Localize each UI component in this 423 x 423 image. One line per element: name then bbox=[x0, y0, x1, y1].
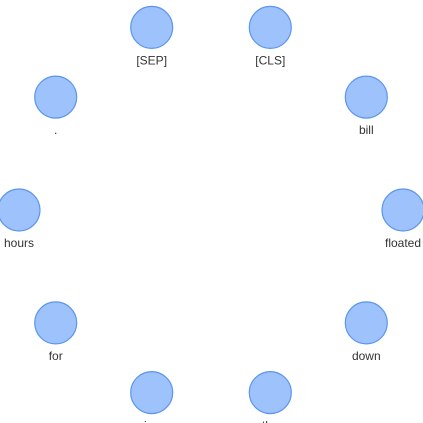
node-floated[interactable]: floated bbox=[381, 188, 423, 250]
node-circle[interactable] bbox=[248, 371, 292, 415]
node-circle[interactable] bbox=[344, 75, 388, 119]
node-cls[interactable]: [CLS] bbox=[248, 5, 292, 67]
node-label: for bbox=[49, 349, 63, 363]
node-sep[interactable]: [SEP] bbox=[130, 5, 174, 67]
node-circle[interactable] bbox=[34, 75, 78, 119]
node-label: down bbox=[352, 349, 381, 363]
node-circle[interactable] bbox=[130, 5, 174, 49]
node-label: the bbox=[262, 419, 279, 423]
node-circle[interactable] bbox=[248, 5, 292, 49]
node-label: bill bbox=[359, 123, 374, 137]
node-circle[interactable] bbox=[381, 188, 423, 232]
node-label: . bbox=[54, 123, 57, 137]
node-hours[interactable]: hours bbox=[0, 188, 41, 250]
node-circle[interactable] bbox=[0, 188, 41, 232]
node-river[interactable]: river bbox=[130, 371, 174, 423]
node-label: floated bbox=[385, 236, 421, 250]
node-label: river bbox=[140, 419, 163, 423]
node-circle[interactable] bbox=[344, 301, 388, 345]
node-label: [SEP] bbox=[136, 53, 167, 67]
node-the[interactable]: the bbox=[248, 371, 292, 423]
node-circle[interactable] bbox=[130, 371, 174, 415]
node-circle[interactable] bbox=[34, 301, 78, 345]
node-period[interactable]: . bbox=[34, 75, 78, 137]
node-label: [CLS] bbox=[255, 53, 285, 67]
nodes-layer: [CLS] bill floated down the river for hours. [SE… bbox=[0, 5, 423, 423]
node-for[interactable]: for bbox=[34, 301, 78, 363]
node-label: hours bbox=[4, 236, 34, 250]
node-down[interactable]: down bbox=[344, 301, 388, 363]
node-bill[interactable]: bill bbox=[344, 75, 388, 137]
